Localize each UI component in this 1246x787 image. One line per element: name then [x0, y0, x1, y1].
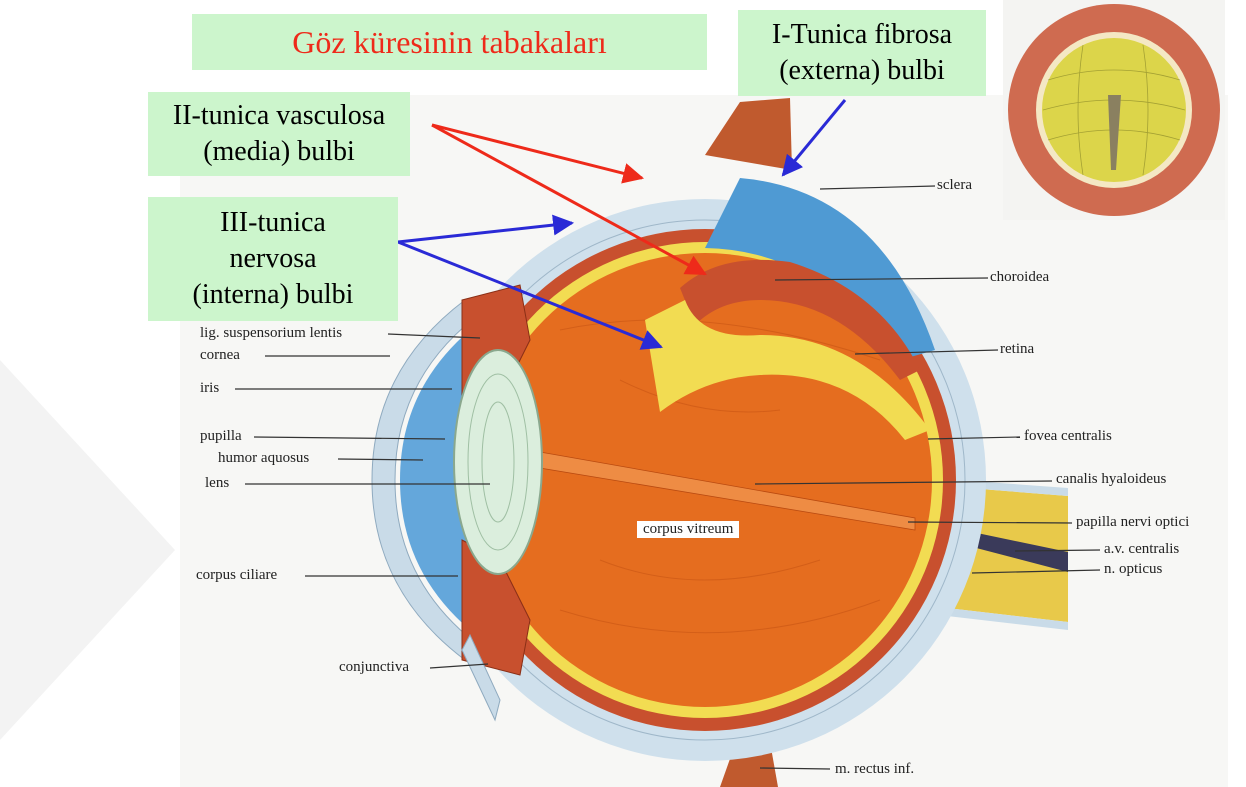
vasculosa-box: II-tunica vasculosa (media) bulbi	[148, 92, 410, 176]
label-n-opticus: n. opticus	[1104, 562, 1162, 577]
label-iris: iris	[200, 381, 219, 396]
fibrosa-line-2: (externa) bulbi	[779, 53, 945, 89]
page-title: Göz küresinin tabakaları	[292, 22, 607, 63]
label-conjunctiva: conjunctiva	[339, 660, 409, 675]
lens-shape	[454, 350, 542, 574]
label-av-centralis: a.v. centralis	[1104, 542, 1179, 557]
nervosa-line-3: (interna) bulbi	[193, 277, 354, 313]
label-fovea-centralis: fovea centralis	[1024, 429, 1112, 444]
label-corpus-vitreum: corpus vitreum	[637, 521, 739, 538]
label-humor-aquosus: humor aquosus	[218, 451, 309, 466]
label-papilla-nervi-optici: papilla nervi optici	[1076, 515, 1189, 530]
label-lig-suspensorium: lig. suspensorium lentis	[200, 326, 342, 341]
vasculosa-line-1: II-tunica vasculosa	[173, 98, 385, 134]
label-m-rectus-inf: m. rectus inf.	[835, 762, 914, 777]
label-choroidea: choroidea	[990, 270, 1049, 285]
label-corpus-ciliare: corpus ciliare	[196, 568, 277, 583]
nervosa-line-2: nervosa	[229, 241, 316, 277]
inset-optic-nerve-cross-section	[1003, 0, 1225, 220]
title-box: Göz küresinin tabakaları	[192, 14, 707, 70]
label-cornea: cornea	[200, 348, 240, 363]
label-retina: retina	[1000, 342, 1034, 357]
label-sclera: sclera	[937, 178, 972, 193]
vasculosa-line-2: (media) bulbi	[203, 134, 355, 170]
nervosa-line-1: III-tunica	[220, 205, 326, 241]
fibrosa-box: I-Tunica fibrosa (externa) bulbi	[738, 10, 986, 96]
fibrosa-line-1: I-Tunica fibrosa	[772, 17, 952, 53]
nervosa-box: III-tunica nervosa (interna) bulbi	[148, 197, 398, 321]
label-canalis-hyaloideus: canalis hyaloideus	[1056, 472, 1166, 487]
label-pupilla: pupilla	[200, 429, 242, 444]
label-lens: lens	[205, 476, 229, 491]
